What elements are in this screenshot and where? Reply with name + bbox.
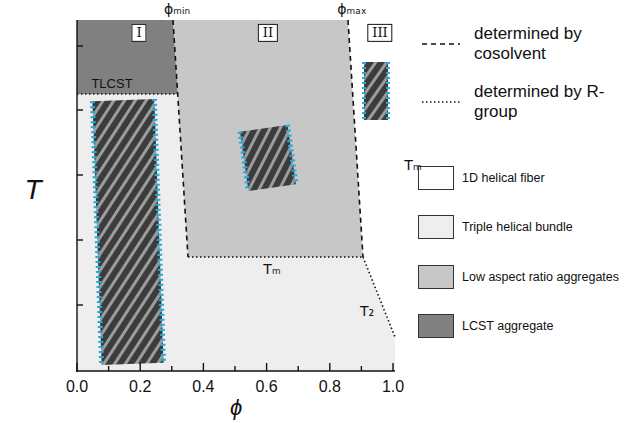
x-tick (139, 363, 140, 371)
y-tick (77, 45, 83, 46)
region-number-box: I (131, 24, 146, 42)
x-tick (203, 363, 204, 371)
temperature-label: Tₘ (263, 262, 280, 277)
region-number-box: II (258, 24, 278, 42)
x-tick (76, 363, 77, 371)
helix-body (364, 62, 388, 120)
phase-bound-label: ϕₘₐₓ (337, 2, 367, 17)
x-tick (171, 366, 172, 371)
helix-edge (288, 125, 296, 184)
y-tick (77, 174, 83, 175)
t2-line (363, 257, 395, 337)
helix-edge (362, 62, 366, 120)
region-number: I (136, 25, 141, 40)
bundle-region (77, 20, 395, 371)
aggregate-region (173, 20, 363, 257)
x-tick (298, 366, 299, 371)
legend-text: 1D helical fiber (462, 171, 545, 185)
phase-bound-label: ϕₘᵢₙ (164, 2, 190, 17)
region-number-box: III (367, 24, 392, 42)
legend-swatch (418, 166, 454, 190)
y-tick (77, 109, 83, 110)
dashed-sample (422, 43, 460, 45)
region-number: III (372, 25, 387, 40)
temperature-label: TLCST (91, 77, 132, 91)
legend-swatch (418, 314, 454, 338)
tick-label: 0.0 (66, 378, 88, 396)
phi-max-line (348, 20, 363, 257)
temperature-label: Tₘ (404, 158, 421, 173)
legend-text: LCST aggregate (462, 319, 554, 333)
dotted-sample (422, 101, 460, 103)
axes (76, 20, 395, 372)
helix-body (92, 99, 163, 365)
helix-edge (240, 132, 248, 191)
legend-swatch (418, 265, 454, 289)
tm-line (188, 256, 363, 258)
legend-swatch (418, 215, 454, 239)
helix-edge (386, 62, 390, 120)
x-tick (329, 363, 330, 371)
tick-label: 0.8 (319, 378, 341, 396)
tick-label: 0.6 (255, 378, 277, 396)
legend-text: Low aspect ratio aggregates (462, 270, 619, 284)
x-tick (108, 366, 109, 371)
small-helix (240, 125, 296, 191)
legend-text: determined by cosolvent (474, 24, 624, 63)
legend-samples (422, 44, 460, 102)
region-number: II (263, 25, 273, 40)
x-tick (234, 366, 235, 371)
phi-min-line (173, 20, 188, 257)
x-tick (266, 363, 267, 371)
temperature-label: T₂ (360, 304, 374, 319)
helix-edge (92, 101, 101, 365)
y-axis (76, 20, 77, 372)
helix-body (240, 125, 296, 191)
x-tick (392, 363, 393, 371)
lcst-region (77, 20, 178, 94)
tick-label: 0.2 (129, 378, 151, 396)
y-tick (77, 304, 83, 305)
legend-text: determined by R-group (474, 82, 624, 121)
x-ticks (77, 363, 393, 371)
tick-label: 0.4 (192, 378, 214, 396)
helix-edge (154, 99, 163, 363)
fiber-helix (364, 62, 388, 120)
lcst-line (77, 93, 178, 95)
axis-title: ϕ (230, 396, 242, 420)
tick-label: 1.0 (382, 378, 404, 396)
large-helix (92, 99, 163, 365)
x-tick (361, 366, 362, 371)
legend-text: Triple helical bundle (462, 220, 573, 234)
axis-title: T (24, 175, 41, 206)
y-tick (77, 239, 83, 240)
fiber-region (348, 20, 395, 337)
